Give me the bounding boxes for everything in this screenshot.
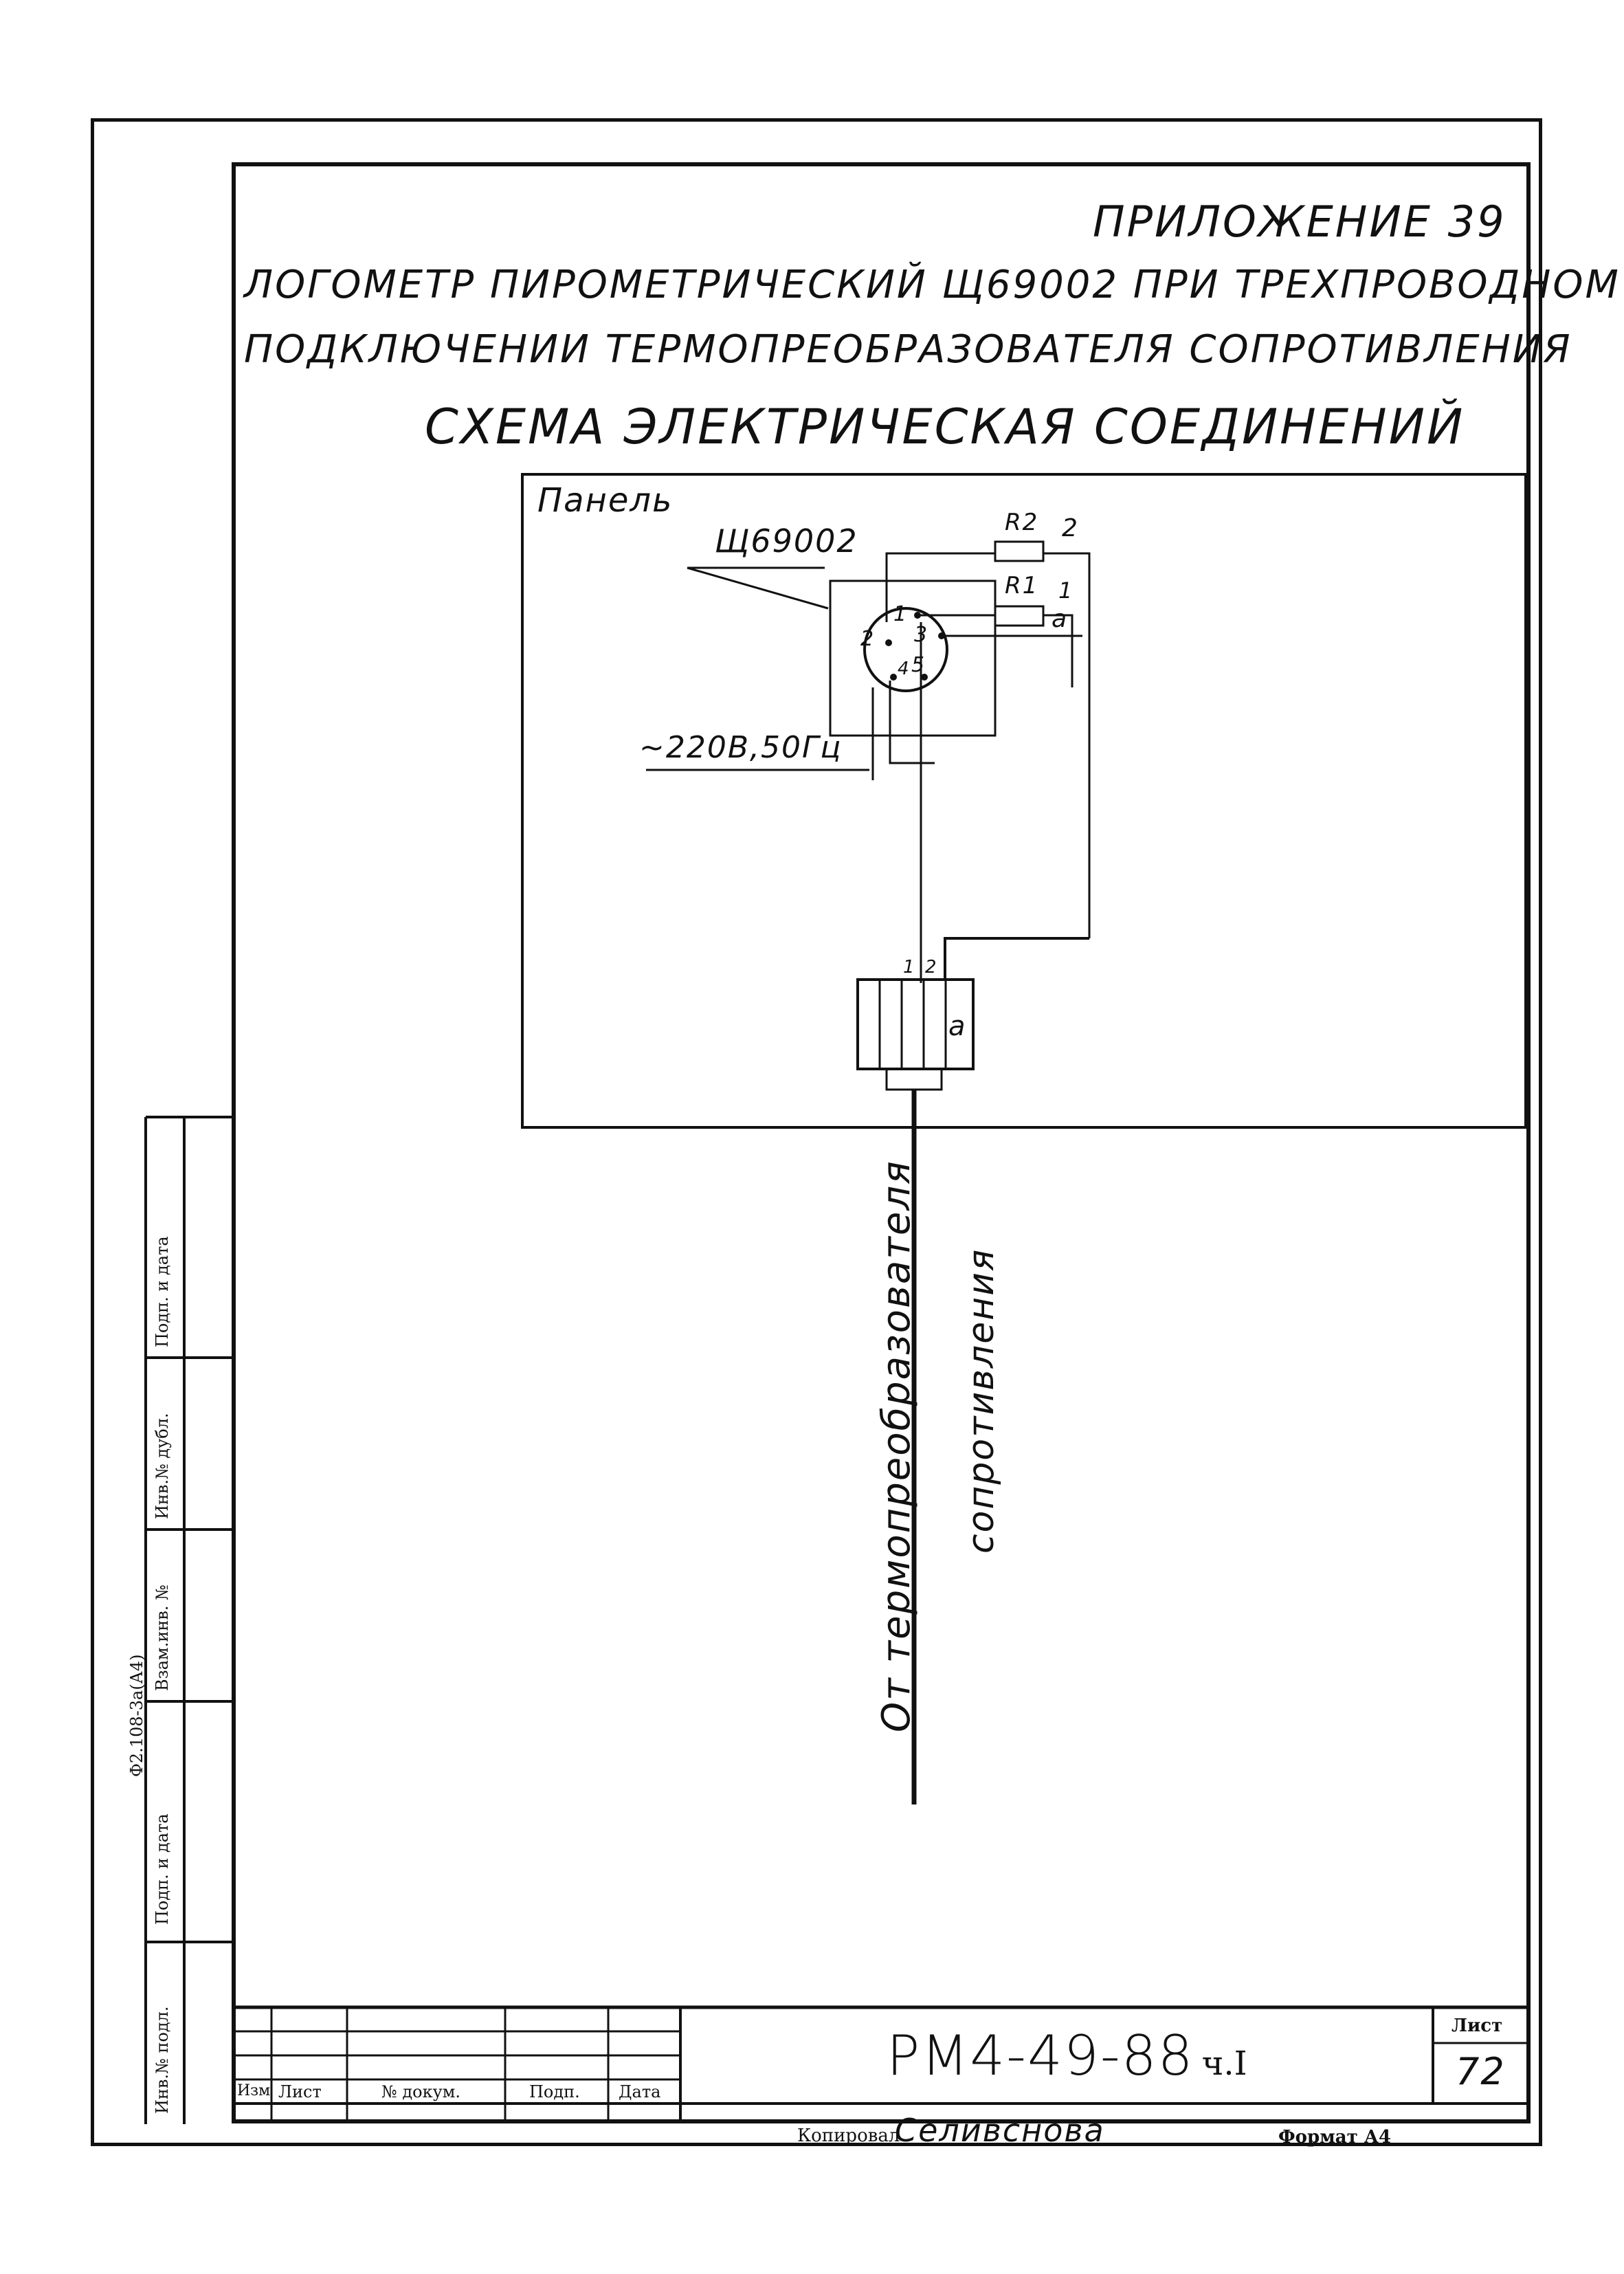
power-label: ~220В,50Гц — [639, 730, 843, 765]
pin-1-label: 1 — [893, 602, 909, 626]
device-label: Щ69002 — [715, 522, 858, 560]
panel-label: Панель — [537, 481, 674, 520]
document-code-number: РМ4-49-88 — [887, 2024, 1194, 2088]
terminal-2-label: 2 — [1062, 514, 1079, 542]
document-code: РМ4-49-88 ч.I — [887, 2024, 1247, 2088]
block-a-label: a — [948, 1011, 967, 1042]
tb-header-list: Лист — [278, 2082, 322, 2101]
appendix-label: ПРИЛОЖЕНИЕ 39 — [1093, 197, 1506, 247]
block-1-label: 1 — [903, 957, 916, 978]
sheet-number: 72 — [1456, 2050, 1506, 2093]
resistor-r2-label: R2 — [1005, 509, 1039, 536]
pin-4-label: 4 — [898, 659, 911, 679]
sheet-label: Лист — [1451, 2016, 1503, 2036]
tb-header-podp: Подп. — [529, 2082, 580, 2101]
copied-label: Копировал — [797, 2126, 900, 2146]
copied-name: Селивснова — [895, 2112, 1105, 2149]
title-line-2: ПОДКЛЮЧЕНИИ ТЕРМОПРЕОБРАЗОВАТЕЛЯ СОПРОТИ… — [244, 327, 1572, 372]
panel-box — [521, 473, 1527, 1129]
tb-header-date: Дата — [619, 2082, 661, 2101]
drawing-frame — [232, 162, 1531, 2123]
title-line-1: ЛОГОМЕТР ПИРОМЕТРИЧЕСКИЙ Щ69002 ПРИ ТРЕХ… — [244, 263, 1621, 307]
pin-2-label: 2 — [860, 627, 876, 651]
terminal-1-label: 1 — [1058, 577, 1074, 604]
resistor-r2 — [994, 540, 1045, 562]
block-2-label: 2 — [925, 957, 938, 978]
format-label: Формат А4 — [1278, 2127, 1392, 2148]
pin-5-label: 5 — [911, 653, 926, 677]
tb-header-doc: № докум. — [381, 2082, 460, 2101]
device-box — [829, 579, 997, 737]
title-line-3: СХЕМА ЭЛЕКТРИЧЕСКАЯ СОЕДИНЕНИЙ — [425, 399, 1465, 455]
outer-frame — [91, 118, 1542, 2146]
resistor-r1-label: R1 — [1005, 572, 1039, 599]
connector-circle — [863, 607, 948, 692]
document-code-part: ч.I — [1201, 2044, 1247, 2083]
tb-header-izm: Изм — [237, 2082, 271, 2099]
pin-3-label: 3 — [914, 623, 929, 647]
terminal-a-label: a — [1052, 605, 1069, 633]
